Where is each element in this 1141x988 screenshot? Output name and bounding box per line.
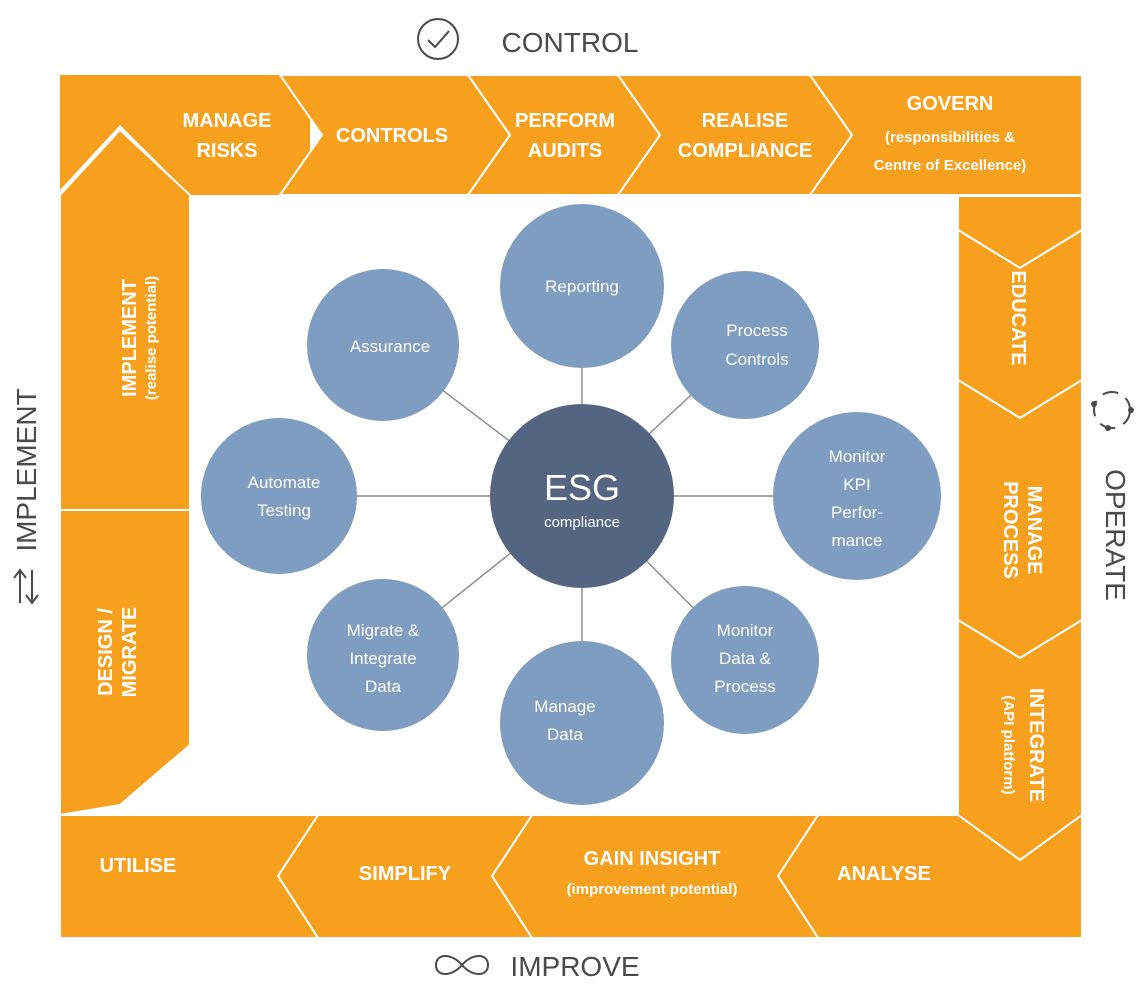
govern-line1: GOVERN [907,93,994,115]
top-band-start [60,75,310,195]
hub-subtitle: compliance [544,514,620,531]
migrate-integrate-line3: Data [365,677,401,696]
analyse-label: ANALYSE [837,863,931,885]
implement-label: IMPLEMENT [11,388,42,551]
hub-esg-compliance: ESG compliance [490,404,674,588]
cycle-arrows-icon [1091,391,1134,431]
block-perform-audits: PERFORM AUDITS [515,110,615,162]
manage-risks-line2: RISKS [196,140,257,162]
satellite-reporting: Reporting [500,204,664,368]
operate-label: OPERATE [1100,469,1131,601]
monitor-kpi-line3: Perfor- [831,503,883,522]
satellite-monitor-data: Monitor Data & Process [671,586,819,734]
satellite-automate-testing: Automate Testing [201,418,357,574]
chevron-utilise [59,814,320,939]
controls-label: CONTROLS [336,125,448,147]
monitor-kpi-line4: mance [831,531,882,550]
implement-header: IMPLEMENT [11,388,42,605]
implement-block-line2: (realise potential) [143,276,160,400]
govern-line2: (responsibilities & [885,129,1015,146]
block-manage-process: MANAGE PROCESS [999,481,1045,579]
utilise-label: UTILISE [100,855,177,877]
block-integrate: INTEGRATE (API platform) [1000,688,1047,802]
monitor-data-line2: Data & [719,649,772,668]
migrate-integrate-line1: Migrate & [347,621,420,640]
monitor-data-line1: Monitor [717,621,774,640]
improve-header: IMPROVE [434,951,640,982]
monitor-kpi-line2: KPI [843,475,870,494]
automate-testing-line1: Automate [248,473,321,492]
hub-title: ESG [544,467,620,508]
integrate-line1: INTEGRATE [1025,688,1047,802]
monitor-kpi-line1: Monitor [829,447,886,466]
control-header: CONTROL [417,18,639,60]
automate-testing-line2: Testing [257,501,311,520]
educate-label: EDUCATE [1007,270,1029,365]
block-gain-insight: GAIN INSIGHT (improvement potential) [567,848,738,898]
operate-header: OPERATE [1091,391,1134,601]
realise-compliance-line1: REALISE [702,110,789,132]
integrate-line2: (API platform) [1000,695,1017,794]
realise-compliance-line2: COMPLIANCE [678,140,812,162]
chevron-design-migrate [59,509,191,817]
monitor-data-line3: Process [714,677,775,696]
chevron-gain-insight [490,814,820,939]
perform-audits-line2: AUDITS [528,140,602,162]
gain-insight-line1: GAIN INSIGHT [584,848,721,870]
block-realise-compliance: REALISE COMPLIANCE [678,110,812,162]
infinity-icon [434,955,490,975]
implement-block-line1: IMPLEMENT [119,279,141,397]
perform-audits-line1: PERFORM [515,110,615,132]
design-migrate-line2: MIGRATE [119,607,141,698]
manage-data-line1: Manage [534,697,595,716]
block-design-migrate: DESIGN / MIGRATE [95,607,141,698]
process-controls-line2: Controls [725,350,788,369]
chevron-govern [808,74,1083,196]
block-govern: GOVERN (responsibilities & Centre of Exc… [874,93,1027,174]
block-implement: IMPLEMENT (realise potential) [119,276,160,400]
govern-line3: Centre of Excellence) [874,157,1027,174]
satellite-migrate-integrate: Migrate & Integrate Data [307,579,459,731]
process-controls-line1: Process [726,321,787,340]
manage-process-line2: PROCESS [999,481,1021,579]
swap-arrows-icon [13,568,39,605]
satellite-process-controls: Process Controls [671,271,819,419]
reporting-label: Reporting [545,277,619,296]
satellite-monitor-kpi: Monitor KPI Perfor- mance [773,412,941,580]
assurance-label: Assurance [350,337,430,356]
gain-insight-line2: (improvement potential) [567,881,738,898]
manage-data-line2: Data [547,725,583,744]
manage-risks-line1: MANAGE [183,110,272,132]
satellite-manage-data: Manage Data [500,641,664,805]
block-manage-risks: MANAGE RISKS [183,110,272,162]
design-migrate-line1: DESIGN / [95,608,117,696]
satellite-assurance: Assurance [307,269,459,421]
improve-label: IMPROVE [510,951,639,982]
manage-process-line1: MANAGE [1023,486,1045,575]
control-label: CONTROL [502,27,639,58]
migrate-integrate-line2: Integrate [349,649,416,668]
simplify-label: SIMPLIFY [359,863,452,885]
check-circle-icon [417,18,459,60]
